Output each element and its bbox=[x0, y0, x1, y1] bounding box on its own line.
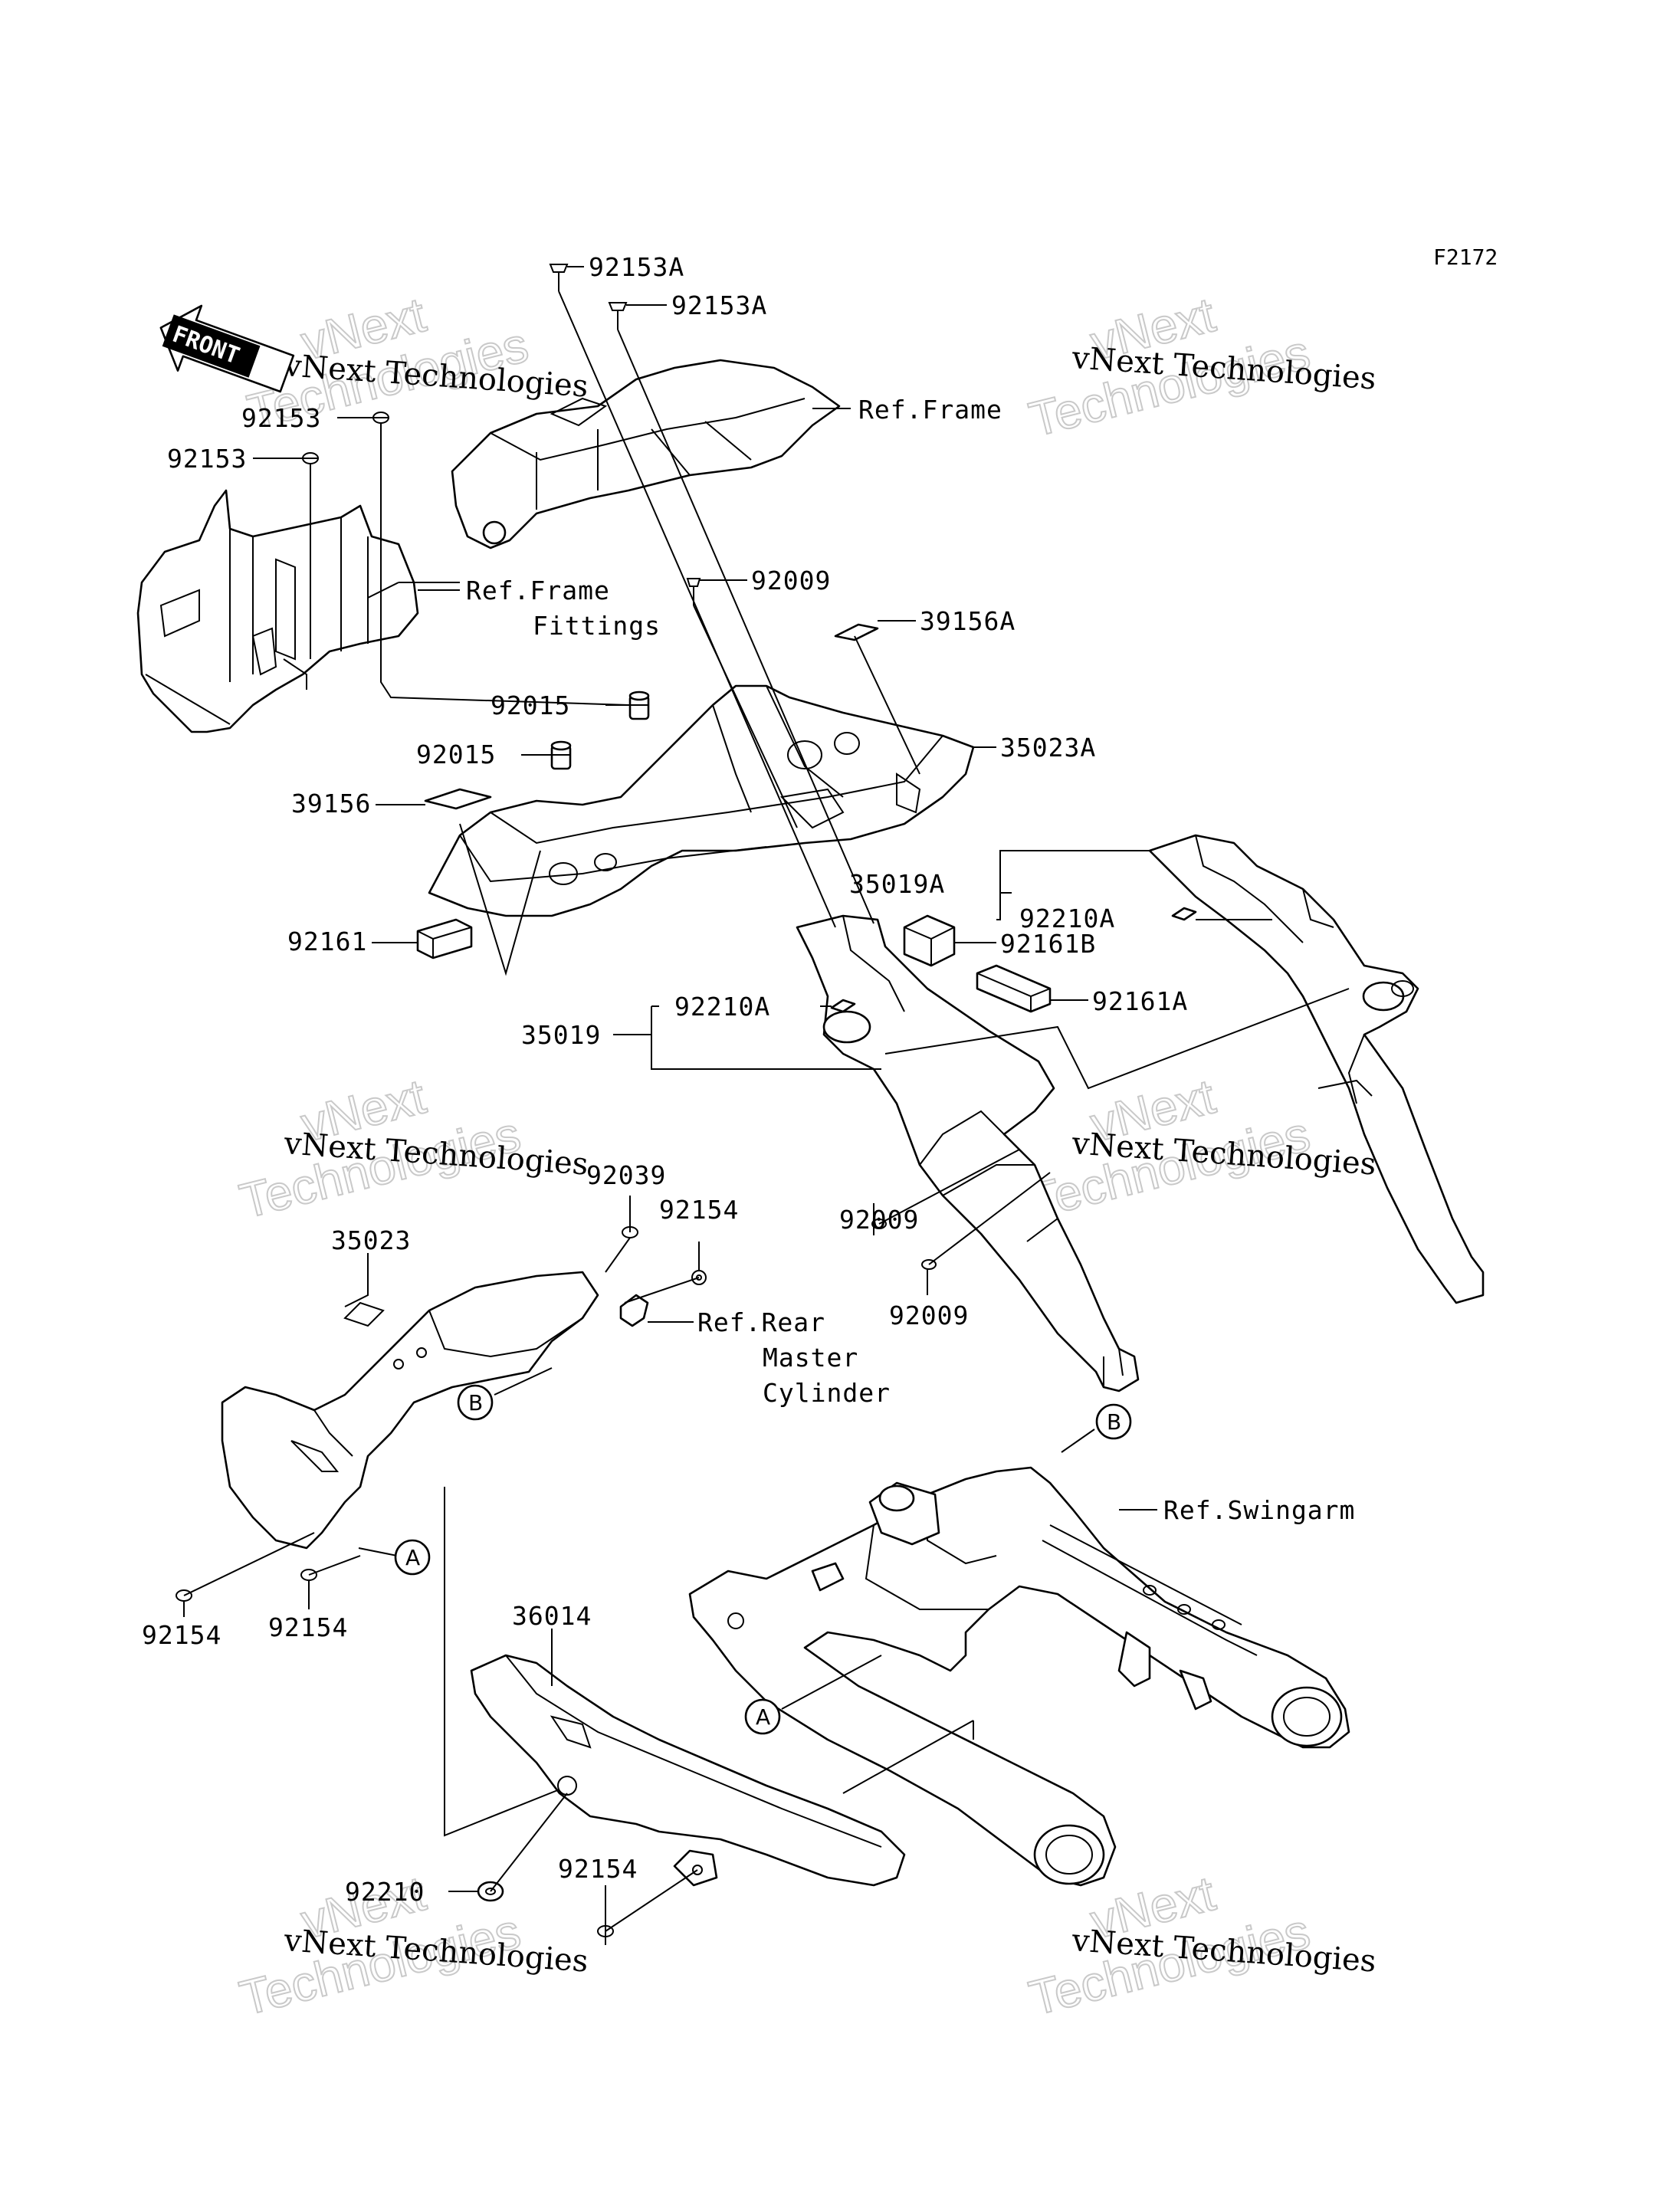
label-ref-frame-fittings-1: Ref.Frame bbox=[466, 576, 610, 605]
svg-text:B: B bbox=[1107, 1409, 1121, 1435]
block-92161b bbox=[903, 914, 956, 967]
label-39156a: 39156A bbox=[920, 606, 1016, 636]
label-92153-a: 92153 bbox=[241, 403, 321, 433]
bolt-92153-a bbox=[372, 412, 389, 437]
collar-92015-b bbox=[550, 740, 572, 770]
collar-92015-a bbox=[628, 690, 650, 720]
block-92161a bbox=[976, 964, 1052, 1013]
label-92153a-a: 92153A bbox=[589, 252, 684, 282]
label-92009-mid: 92009 bbox=[839, 1205, 919, 1235]
label-ref-rear-3: Cylinder bbox=[763, 1378, 891, 1408]
rear-master-cylinder-bracket bbox=[619, 1294, 649, 1327]
label-92015-b: 92015 bbox=[416, 740, 496, 769]
callout-b-right: B bbox=[1095, 1403, 1132, 1440]
label-92153a-b: 92153A bbox=[671, 290, 767, 320]
label-92161a: 92161A bbox=[1092, 986, 1188, 1016]
label-35019a: 35019A bbox=[849, 869, 945, 899]
label-92153-b: 92153 bbox=[167, 444, 247, 474]
label-92210: 92210 bbox=[345, 1877, 425, 1907]
label-35023: 35023 bbox=[331, 1225, 411, 1255]
label-92009-low: 92009 bbox=[889, 1301, 969, 1330]
bracket-35019a-part bbox=[1148, 834, 1485, 1304]
bolt-92153a-b bbox=[608, 302, 628, 330]
leader-lines bbox=[183, 266, 1350, 1945]
label-92161b: 92161B bbox=[1000, 929, 1096, 959]
label-92154-a: 92154 bbox=[659, 1195, 739, 1225]
part-labels: 92153A 92153A Ref.Frame 92153 92153 Ref.… bbox=[142, 252, 1355, 1907]
bracket-35019-part bbox=[796, 914, 1140, 1392]
label-36014: 36014 bbox=[512, 1601, 592, 1631]
swingarm-ref-part bbox=[688, 1466, 1350, 1887]
label-92161: 92161 bbox=[287, 927, 367, 956]
svg-text:A: A bbox=[405, 1545, 420, 1570]
label-35023a: 35023A bbox=[1000, 733, 1096, 763]
pad-39156a bbox=[834, 623, 879, 641]
tail-cowl-35023a-part bbox=[428, 684, 975, 917]
clip-nut-92210a-b bbox=[830, 999, 856, 1013]
watermark-top-left: Technologies vNext vNext Technologies bbox=[241, 286, 589, 440]
watermark-top-right: Technologies vNext vNext Technologies bbox=[1023, 286, 1377, 448]
watermark-bottom-right: Technologies vNext vNext Technologies bbox=[1023, 1865, 1377, 2026]
callout-b-left: B bbox=[457, 1384, 494, 1421]
label-92154-b: 92154 bbox=[142, 1620, 221, 1650]
callout-a-right: A bbox=[744, 1698, 781, 1735]
callout-a-left: A bbox=[394, 1539, 431, 1576]
svg-text:A: A bbox=[756, 1704, 770, 1730]
diagram-code: F2172 bbox=[1433, 244, 1498, 270]
label-ref-frame: Ref.Frame bbox=[858, 395, 1002, 425]
svg-text:B: B bbox=[468, 1390, 483, 1415]
label-35019: 35019 bbox=[521, 1020, 601, 1050]
frame-ref-part bbox=[451, 359, 841, 549]
bolt-92153-b bbox=[302, 452, 319, 477]
block-92161 bbox=[416, 918, 473, 959]
label-ref-rear-1: Ref.Rear bbox=[697, 1307, 825, 1337]
label-92210a-a: 92210A bbox=[1019, 904, 1115, 933]
label-39156: 39156 bbox=[291, 789, 371, 818]
label-92039: 92039 bbox=[586, 1160, 666, 1190]
frame-fittings-part bbox=[136, 489, 419, 733]
label-ref-rear-2: Master bbox=[763, 1343, 858, 1373]
label-92009-top: 92009 bbox=[751, 566, 831, 595]
bolt-92153a-a bbox=[549, 264, 569, 291]
front-arrow-icon: FRONT bbox=[159, 304, 295, 393]
watermark-mid-left: Technologies vNext vNext Technologies bbox=[234, 1068, 589, 1229]
cover-35023-part bbox=[221, 1271, 599, 1550]
chain-guard-36014-part bbox=[470, 1654, 906, 1887]
label-ref-frame-fittings-2: Fittings bbox=[533, 611, 661, 641]
label-92210a-b: 92210A bbox=[674, 992, 770, 1022]
label-92015-a: 92015 bbox=[491, 690, 570, 720]
label-ref-swingarm: Ref.Swingarm bbox=[1163, 1495, 1355, 1525]
pad-39156 bbox=[424, 788, 492, 810]
clip-nut-92210a-a bbox=[1171, 907, 1197, 921]
watermark-mid-right: Technologies vNext vNext Technologies bbox=[1023, 1068, 1377, 1229]
label-92154-c: 92154 bbox=[268, 1612, 348, 1642]
label-92154-d: 92154 bbox=[558, 1854, 638, 1884]
